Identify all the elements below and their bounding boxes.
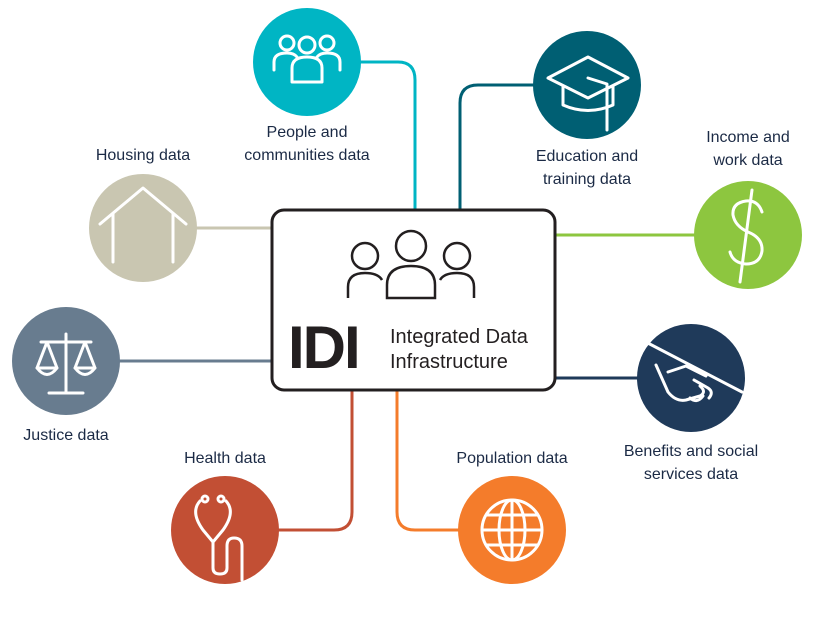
node-population: Population data <box>456 450 568 584</box>
node-benefits: Benefits and social services data <box>624 324 758 483</box>
dollar-icon <box>728 188 764 284</box>
label-people-line1: People and <box>267 124 348 141</box>
people-group-icon <box>346 229 476 300</box>
label-income-line2: work data <box>712 152 782 169</box>
idi-title-line1: Integrated Data <box>390 326 529 348</box>
house-icon <box>98 186 188 264</box>
node-housing: Housing data <box>89 147 197 282</box>
connector-population <box>395 388 465 532</box>
label-education-line2: training data <box>543 171 631 188</box>
label-population: Population data <box>456 450 567 467</box>
label-benefits-line1: Benefits and social <box>624 443 758 460</box>
scales-icon <box>35 332 97 395</box>
node-income: Income and work data <box>694 129 802 289</box>
node-education: Education and training data <box>533 31 641 188</box>
label-benefits-line2: services data <box>644 466 738 483</box>
node-justice: Justice data <box>12 307 120 444</box>
handshake-icon <box>640 338 744 403</box>
label-justice: Justice data <box>23 427 108 444</box>
stethoscope-icon <box>194 494 244 582</box>
connector-education <box>458 83 540 212</box>
people-icon <box>272 34 342 84</box>
node-people: People and communities data <box>244 8 370 164</box>
idi-title-line2: Infrastructure <box>390 351 508 373</box>
label-people-line2: communities data <box>244 147 369 164</box>
connector-people <box>355 60 417 212</box>
label-housing: Housing data <box>96 147 190 164</box>
idi-acronym: IDI <box>288 314 359 381</box>
globe-icon <box>480 498 544 562</box>
connector-health <box>270 388 354 532</box>
node-health: Health data <box>171 450 279 584</box>
idi-center-box: IDI Integrated Data Infrastructure <box>270 208 557 392</box>
graduation-cap-icon <box>546 55 630 132</box>
label-health: Health data <box>184 450 266 467</box>
label-income-line1: Income and <box>706 129 790 146</box>
label-education-line1: Education and <box>536 148 638 165</box>
